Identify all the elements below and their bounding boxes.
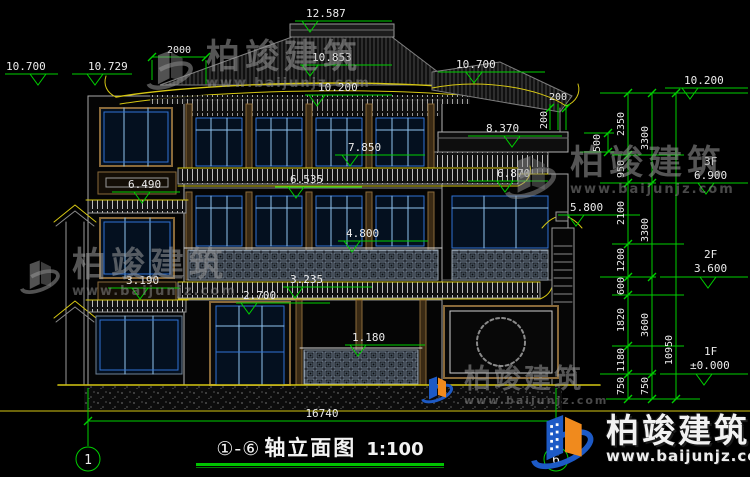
f3-windows — [195, 117, 425, 167]
chain-dim: 1180 — [616, 348, 627, 372]
chain-dim: 1200 — [616, 248, 627, 272]
level-label: 1.180 — [352, 331, 385, 344]
level-label: 8.370 — [486, 122, 519, 135]
floor2 — [177, 191, 553, 300]
brand-logo: 柏竣建筑 www.baijunjz.com — [528, 404, 750, 474]
level-label: 3.190 — [126, 274, 159, 287]
chain-dim: 950 — [616, 160, 627, 178]
level-label: 2.700 — [243, 289, 276, 302]
chain-dim: 750 — [616, 377, 627, 395]
level-label: 6.870 — [497, 167, 530, 180]
title-underline-thin — [196, 467, 444, 468]
floor-elevation: 3.600 — [694, 262, 727, 275]
chain-dim: 3300 — [640, 218, 651, 242]
chain-dim: 3300 — [640, 126, 651, 150]
level-label: 10.729 — [88, 60, 128, 73]
dim-ticks — [623, 88, 681, 404]
f3-window-mullions — [195, 117, 425, 167]
level-label: 4.800 — [346, 227, 379, 240]
chain-dim: 600 — [616, 277, 627, 295]
axis-bubble-1 — [75, 446, 101, 472]
floor3 — [177, 103, 531, 187]
title-underline — [196, 463, 444, 466]
brand-url: www.baijunjz.com — [606, 446, 750, 465]
axis-number-1: 1 — [84, 453, 92, 468]
floor-elevation: 6.900 — [694, 169, 727, 182]
axis-number-6: 6 — [552, 453, 560, 468]
chain-dim: 750 — [640, 377, 651, 395]
brand-name: 柏竣建筑 — [606, 410, 750, 450]
level-label: 12.587 — [306, 7, 346, 20]
dim-label: 200 — [549, 92, 567, 103]
level-label: 10.200 — [318, 81, 358, 94]
wing-window — [451, 195, 549, 249]
chain-dim: 10950 — [664, 335, 675, 365]
total-width-dim: 16740 — [305, 407, 338, 420]
level-label: 7.850 — [348, 141, 381, 154]
title-name: 轴立面图 — [264, 436, 357, 460]
f2-windows — [195, 195, 425, 247]
chain-dim: 2350 — [616, 112, 627, 136]
level-label: 6.535 — [290, 173, 323, 186]
right-mini-tower — [541, 211, 583, 386]
left-edge-column — [53, 204, 97, 385]
chain-dim: 2100 — [616, 201, 627, 225]
level-marker-lines — [5, 20, 748, 386]
dim-label: 500 — [592, 134, 603, 152]
dim-label: 200 — [539, 111, 550, 129]
chain-dim: 3600 — [640, 313, 651, 337]
floor-label: 1F — [704, 345, 717, 358]
title-axis-range: ①-⑥ — [216, 438, 261, 460]
level-label: 10.700 — [6, 60, 46, 73]
floor1 — [209, 299, 559, 386]
title-scale: 1:100 — [366, 439, 424, 460]
floor-label: 3F — [704, 155, 717, 168]
level-label: 10.853 — [312, 51, 352, 64]
building-elevation — [0, 23, 750, 412]
ground — [0, 384, 750, 412]
dimension-chains — [600, 88, 748, 404]
level-label: 3.235 — [290, 273, 323, 286]
level-label: 10.700 — [456, 58, 496, 71]
brand-logo-icon — [531, 414, 594, 470]
f2-window-mullions — [195, 195, 425, 247]
chain-dim: 1820 — [616, 308, 627, 332]
dim-label: 2000 — [167, 45, 191, 56]
level-label: 10.200 — [684, 74, 724, 87]
left-tower — [85, 107, 189, 375]
floor-label: 2F — [704, 248, 717, 261]
level-label: 6.490 — [128, 178, 161, 191]
right-wing-roof — [431, 61, 580, 175]
floor-elevation: ±0.000 — [690, 359, 730, 372]
level-label: 5.800 — [570, 201, 603, 214]
